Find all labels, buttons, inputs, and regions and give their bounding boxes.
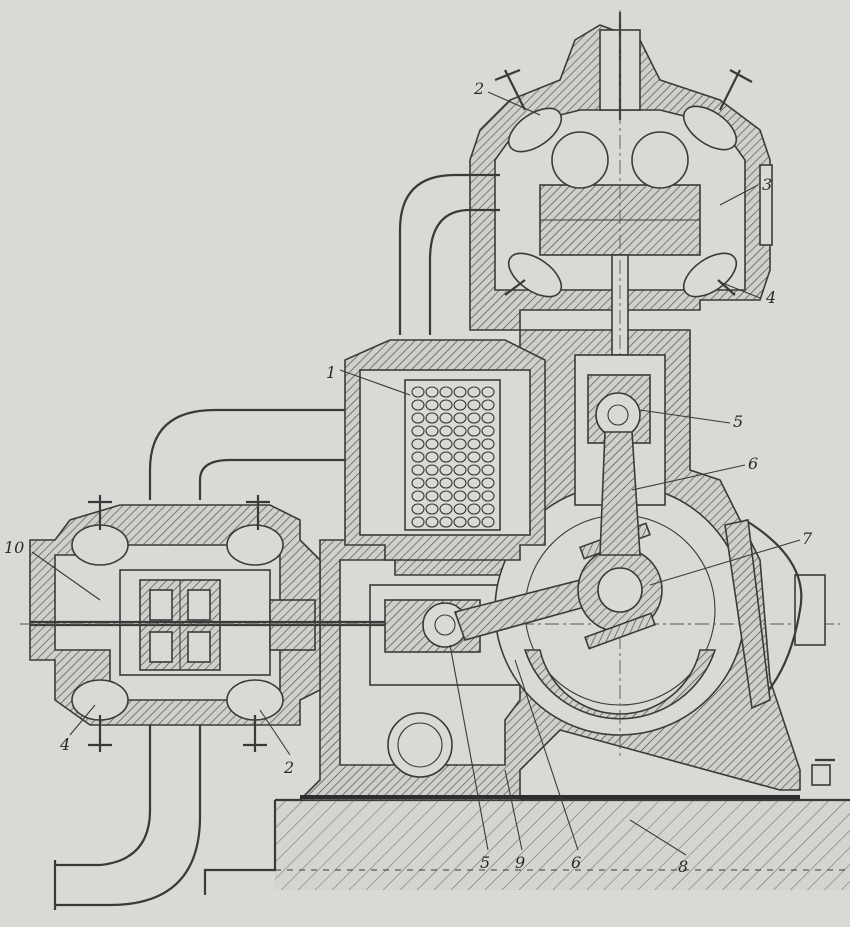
cooler-tube xyxy=(481,451,495,463)
cooler-tube xyxy=(425,464,439,476)
cooler-tube xyxy=(411,438,425,450)
cooler-tube xyxy=(481,399,495,411)
callout-4-top: 4 xyxy=(765,288,776,307)
cooler-tube xyxy=(467,425,481,437)
callout-7: 7 xyxy=(802,529,813,548)
cooler-tube xyxy=(481,425,495,437)
cooler-tube xyxy=(453,425,467,437)
cooler-tube xyxy=(411,464,425,476)
cooler-tube xyxy=(411,516,425,528)
cooler-tube xyxy=(425,412,439,424)
cooler-tube xyxy=(453,490,467,502)
cooler-tube xyxy=(467,438,481,450)
callout-5-bottom: 5 xyxy=(480,853,490,872)
leader-lines xyxy=(31,91,801,856)
cooler-tube xyxy=(439,516,453,528)
cooler-tube xyxy=(467,386,481,398)
foundation xyxy=(203,798,850,895)
cooler-tube xyxy=(453,412,467,424)
cooler-tube xyxy=(411,425,425,437)
cooler-tube xyxy=(467,451,481,463)
cooler-tube xyxy=(453,503,467,515)
cooler-tube xyxy=(411,477,425,489)
cooler-tube xyxy=(439,412,453,424)
cooler-tube xyxy=(425,451,439,463)
cooler-tube xyxy=(425,399,439,411)
cooler-tube xyxy=(411,399,425,411)
intercooler xyxy=(344,339,546,561)
cooler-tube xyxy=(453,516,467,528)
cooler-tube xyxy=(411,386,425,398)
cooler-tube xyxy=(481,477,495,489)
intercooler-tube-bundle xyxy=(411,386,495,528)
callout-8: 8 xyxy=(678,857,688,876)
cooler-tube xyxy=(411,451,425,463)
callout-6-right: 6 xyxy=(748,454,758,473)
callout-5-right: 5 xyxy=(733,412,743,431)
cooler-tube xyxy=(481,490,495,502)
cooler-tube xyxy=(467,490,481,502)
callout-labels: 1 2 3 4 5 6 7 10 4 2 5 9 6 8 xyxy=(4,79,813,876)
cooler-tube xyxy=(425,425,439,437)
cooler-tube xyxy=(439,386,453,398)
cooler-tube xyxy=(481,464,495,476)
interstage-pipe xyxy=(148,173,500,500)
horizontal-cylinder xyxy=(20,495,840,752)
cooler-tube xyxy=(439,425,453,437)
cooler-tube xyxy=(439,438,453,450)
vertical-cylinder xyxy=(469,10,773,760)
callout-2-top: 2 xyxy=(473,79,484,98)
callout-9: 9 xyxy=(515,853,525,872)
suction-pipe xyxy=(53,700,202,910)
cooler-tube xyxy=(481,516,495,528)
cooler-tube xyxy=(467,399,481,411)
cooler-tube xyxy=(481,412,495,424)
cooler-tube xyxy=(425,490,439,502)
cooler-tube xyxy=(481,438,495,450)
cooler-tube xyxy=(439,464,453,476)
cooler-tube xyxy=(453,399,467,411)
cooler-tube xyxy=(425,386,439,398)
callout-6-bottom: 6 xyxy=(571,853,581,872)
cooler-tube xyxy=(453,386,467,398)
cooler-tube xyxy=(439,490,453,502)
cooler-tube xyxy=(411,412,425,424)
callout-10: 10 xyxy=(4,538,24,557)
cooler-tube xyxy=(411,503,425,515)
cooler-tube xyxy=(425,438,439,450)
cooler-tube xyxy=(453,464,467,476)
cooler-tube xyxy=(481,386,495,398)
callout-4-bottom: 4 xyxy=(59,735,70,754)
cooler-tube xyxy=(425,477,439,489)
cooler-tube xyxy=(467,412,481,424)
cooler-tube xyxy=(439,503,453,515)
cooler-tube xyxy=(425,516,439,528)
callout-3: 3 xyxy=(762,175,772,194)
cooler-tube xyxy=(453,438,467,450)
callout-1: 1 xyxy=(326,363,336,382)
cooler-tube xyxy=(453,451,467,463)
cooler-tube xyxy=(425,503,439,515)
callout-2-bottom: 2 xyxy=(283,758,294,777)
cooler-tube xyxy=(467,464,481,476)
cooler-tube xyxy=(439,399,453,411)
cooler-tube xyxy=(467,477,481,489)
cooler-tube xyxy=(467,503,481,515)
cooler-tube xyxy=(481,503,495,515)
cooler-tube xyxy=(453,477,467,489)
cooler-tube xyxy=(411,490,425,502)
cooler-tube xyxy=(439,477,453,489)
crank-mechanism xyxy=(384,354,835,786)
cooler-tube xyxy=(467,516,481,528)
cooler-tube xyxy=(439,451,453,463)
